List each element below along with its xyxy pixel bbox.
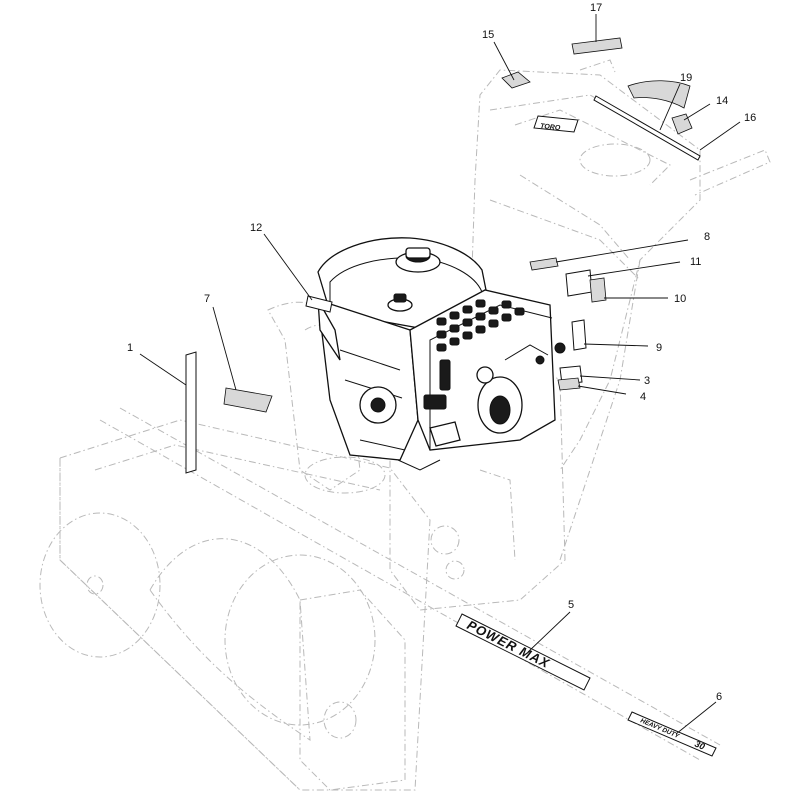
callout-7: 7	[204, 293, 210, 305]
callout-10: 10	[674, 293, 686, 305]
callout-9: 9	[656, 342, 662, 354]
heavy-duty-size-text: 30	[693, 739, 706, 752]
decal-14	[671, 113, 693, 135]
decal-10	[589, 277, 607, 303]
callout-17: 17	[590, 2, 602, 14]
engine-assembly	[317, 237, 566, 471]
decal-11	[565, 269, 593, 297]
decal-7	[223, 387, 273, 413]
callout-15: 15	[482, 29, 494, 41]
decal-8	[529, 257, 559, 271]
callout-3: 3	[644, 375, 650, 387]
callout-12: 12	[250, 222, 262, 234]
callout-14: 14	[716, 95, 728, 107]
decal-1	[185, 351, 197, 474]
decal-19	[627, 80, 691, 109]
callout-8: 8	[704, 231, 710, 243]
decal-17	[571, 37, 623, 55]
callout-11: 11	[690, 256, 701, 268]
leader-lines	[139, 14, 741, 735]
decal-15	[501, 71, 531, 89]
callout-5: 5	[568, 599, 574, 611]
decal-4	[557, 377, 581, 391]
vent-grid	[436, 299, 525, 352]
callout-1: 1	[127, 342, 133, 354]
callout-6: 6	[716, 691, 722, 703]
decal-5: POWER MAX	[455, 613, 591, 691]
decal-12	[305, 295, 333, 313]
callout-labels: 1 3 4 5 6 7 8 9 10 11 12 14 15 16 17 19	[127, 2, 756, 703]
decal-9	[571, 319, 587, 351]
callout-4: 4	[640, 391, 646, 403]
callout-16: 16	[744, 112, 756, 124]
decal-panel-brand	[533, 115, 579, 133]
decal-6: HEAVY DUTY 30	[627, 711, 717, 757]
panel-brand-text: TORO	[540, 123, 561, 132]
power-max-text: POWER MAX	[465, 617, 553, 671]
callout-19: 19	[680, 72, 692, 84]
decal-16	[593, 95, 701, 161]
